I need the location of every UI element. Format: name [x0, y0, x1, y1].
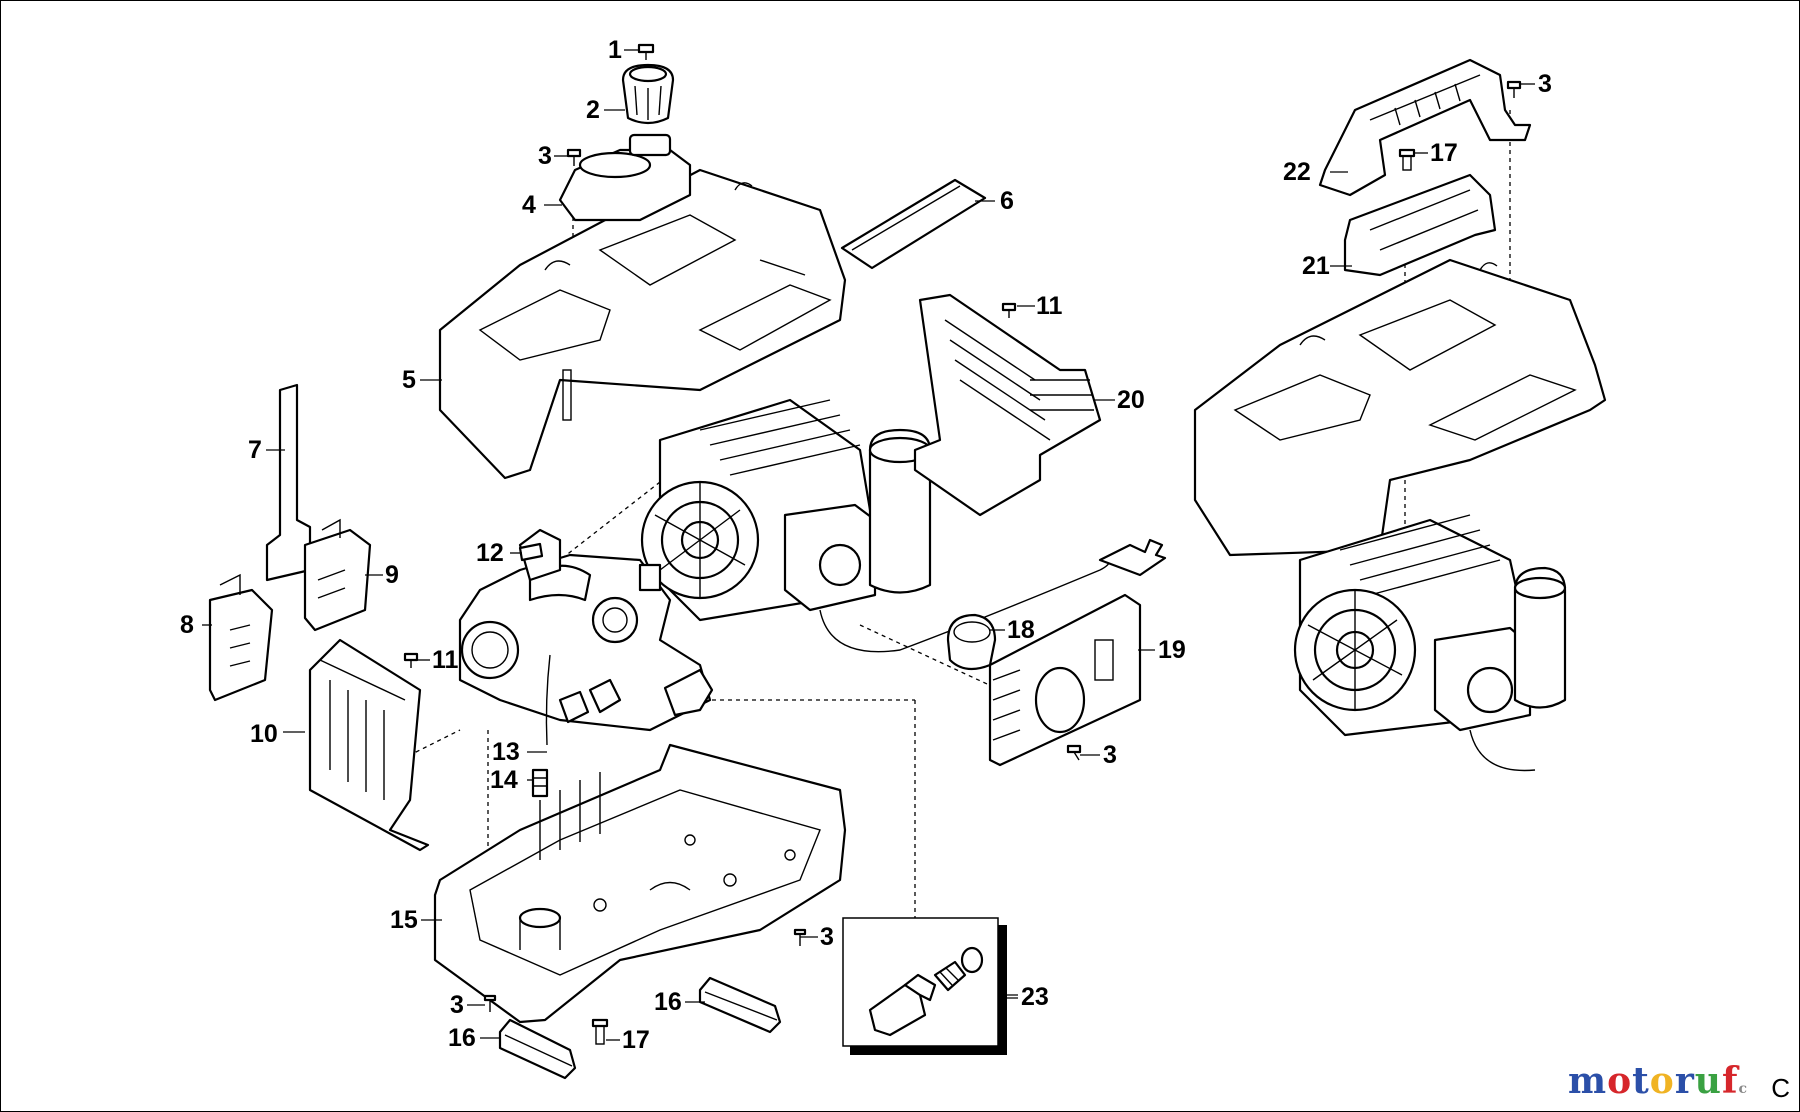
screw-part-11-upper — [1001, 302, 1017, 318]
pump-assembly — [458, 528, 714, 746]
knob-part-2 — [621, 63, 675, 125]
callout-17: 17 — [1430, 139, 1458, 167]
screw-part-3-handle — [1506, 80, 1522, 98]
part-number-callouts: 1 2 3 4 5 6 7 8 9 10 11 11 12 13 14 15 3… — [180, 36, 1552, 1054]
callout-1: 1 — [608, 36, 622, 64]
watermark-letter: o — [1607, 1060, 1633, 1102]
callout-9: 9 — [385, 561, 399, 589]
corner-mark: C — [1771, 1073, 1790, 1103]
callout-3: 3 — [450, 991, 464, 1019]
watermark-logo: motorufc — [1568, 1060, 1748, 1102]
side-panel-part-10 — [308, 638, 430, 852]
screw-part-3-base-right — [793, 928, 807, 946]
front-panel-part-19 — [988, 593, 1142, 767]
fitting-part-14 — [531, 768, 549, 798]
callout-3: 3 — [1103, 741, 1117, 769]
callout-16: 16 — [448, 1024, 476, 1052]
strip-part-6 — [840, 178, 987, 270]
callout-3: 3 — [820, 923, 834, 951]
watermark-letter: u — [1694, 1060, 1722, 1102]
callout-8: 8 — [180, 611, 194, 639]
callout-18: 18 — [1007, 616, 1035, 644]
callout-23: 23 — [1021, 983, 1049, 1011]
watermark-letter: t — [1632, 1060, 1650, 1102]
callout-20: 20 — [1117, 386, 1145, 414]
callout-10: 10 — [250, 720, 278, 748]
watermark-letter: r — [1674, 1060, 1695, 1102]
watermark-letter: m — [1568, 1060, 1608, 1102]
grille-panel-part-20 — [913, 293, 1102, 517]
callout-3: 3 — [538, 142, 552, 170]
callout-15: 15 — [390, 906, 418, 934]
handle-mount-part-21 — [1343, 173, 1497, 277]
motor-assembly-right — [1293, 514, 1567, 772]
callout-4: 4 — [522, 191, 536, 219]
foot-part-16-right — [698, 976, 782, 1034]
bracket-part-7 — [265, 383, 312, 582]
watermark-letter: f — [1721, 1060, 1739, 1102]
screw-part-17-base — [591, 1018, 609, 1045]
label-part-8 — [208, 573, 274, 702]
screw-part-17-handle — [1398, 148, 1416, 171]
screw-part-12 — [518, 542, 544, 562]
foot-part-16-left — [498, 1018, 577, 1080]
watermark-suffix: c — [1738, 1081, 1748, 1097]
callout-3: 3 — [1538, 70, 1552, 98]
screw-part-1 — [637, 43, 655, 60]
callout-6: 6 — [1000, 187, 1014, 215]
screw-part-11-lower — [403, 652, 419, 668]
screw-part-3-base-left — [483, 994, 497, 1012]
screw-part-3-top — [566, 148, 582, 166]
callout-11: 11 — [1036, 292, 1063, 320]
motor-assembly-left — [640, 398, 932, 622]
callout-19: 19 — [1158, 636, 1186, 664]
leader-lines — [202, 49, 1535, 1041]
watermark-letter: o — [1649, 1060, 1675, 1102]
cover-part-4 — [558, 133, 692, 222]
switch-part-18 — [946, 613, 997, 671]
label-part-9 — [303, 518, 372, 632]
callout-16: 16 — [654, 988, 682, 1016]
callout-17: 17 — [622, 1026, 650, 1054]
callout-7: 7 — [248, 436, 262, 464]
callout-14: 14 — [490, 766, 518, 794]
callout-21: 21 — [1302, 252, 1330, 280]
callout-2: 2 — [586, 96, 600, 124]
callout-12: 12 — [476, 539, 504, 567]
base-part-15 — [433, 743, 847, 1024]
callout-22: 22 — [1283, 158, 1311, 186]
screw-part-3-panel — [1066, 744, 1082, 761]
inlet-filter-inset-part-23 — [842, 917, 1007, 1055]
callout-13: 13 — [492, 738, 520, 766]
callout-11: 11 — [432, 646, 459, 674]
callout-5: 5 — [402, 366, 416, 394]
handle-part-22 — [1318, 58, 1532, 197]
upper-housing-right — [1193, 258, 1607, 557]
